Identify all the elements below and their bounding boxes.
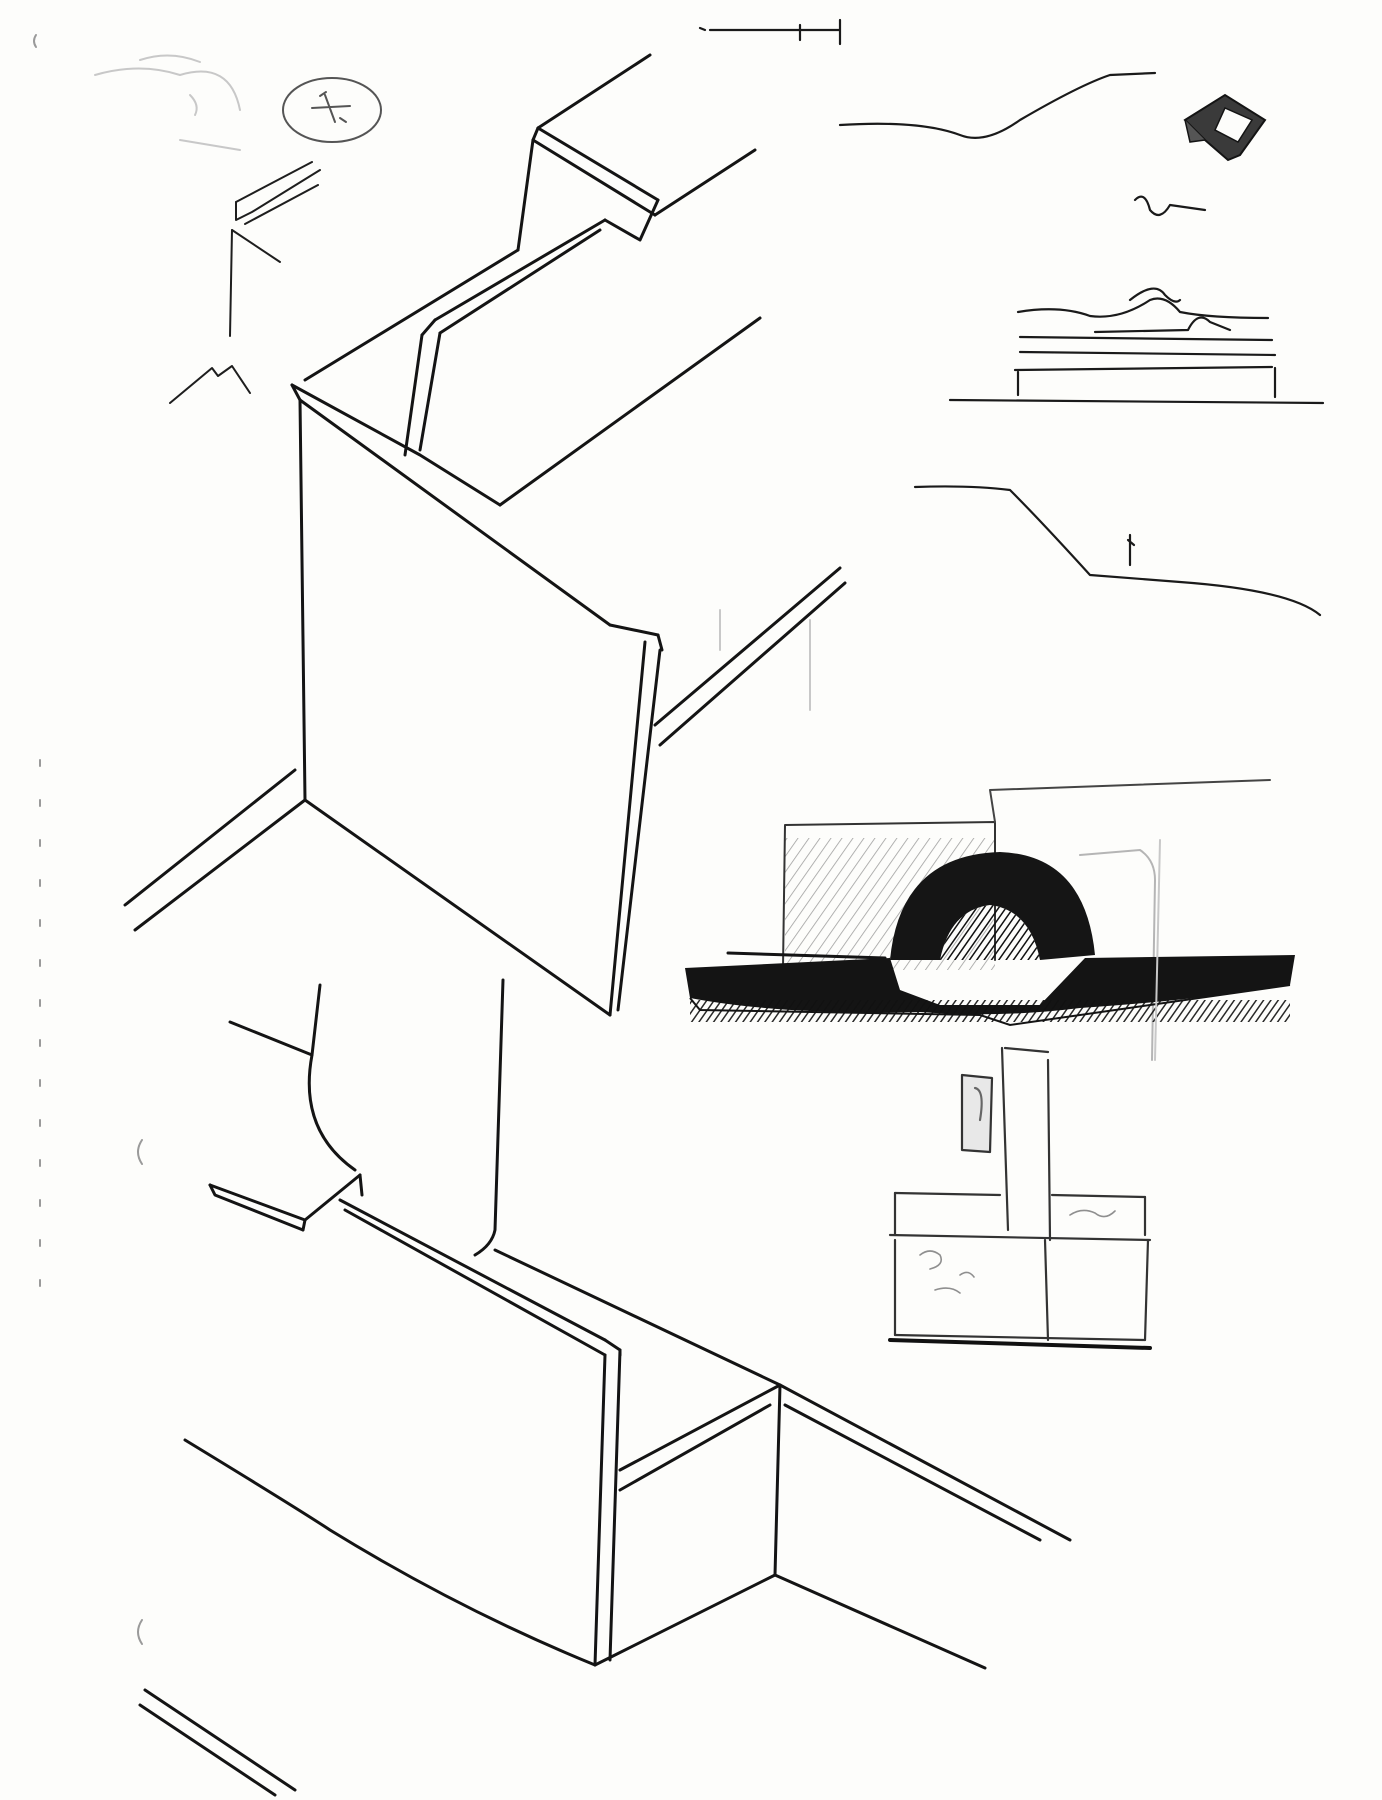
landscape-profiles-sketch: [698, 18, 1325, 617]
cube-icon-thumbnail: [1183, 93, 1267, 162]
doorway-elevation-sketch: [888, 1046, 1152, 1350]
lower-wall-sketch: [138, 978, 1072, 1797]
thumbnail-sketches-ink: [169, 77, 382, 404]
upper-wall-sketch: [123, 53, 847, 1017]
arch-section-sketch: [685, 779, 1295, 1061]
binder-margin-marks: [33, 34, 143, 1645]
thumbnail-sketches: [94, 54, 1161, 1061]
